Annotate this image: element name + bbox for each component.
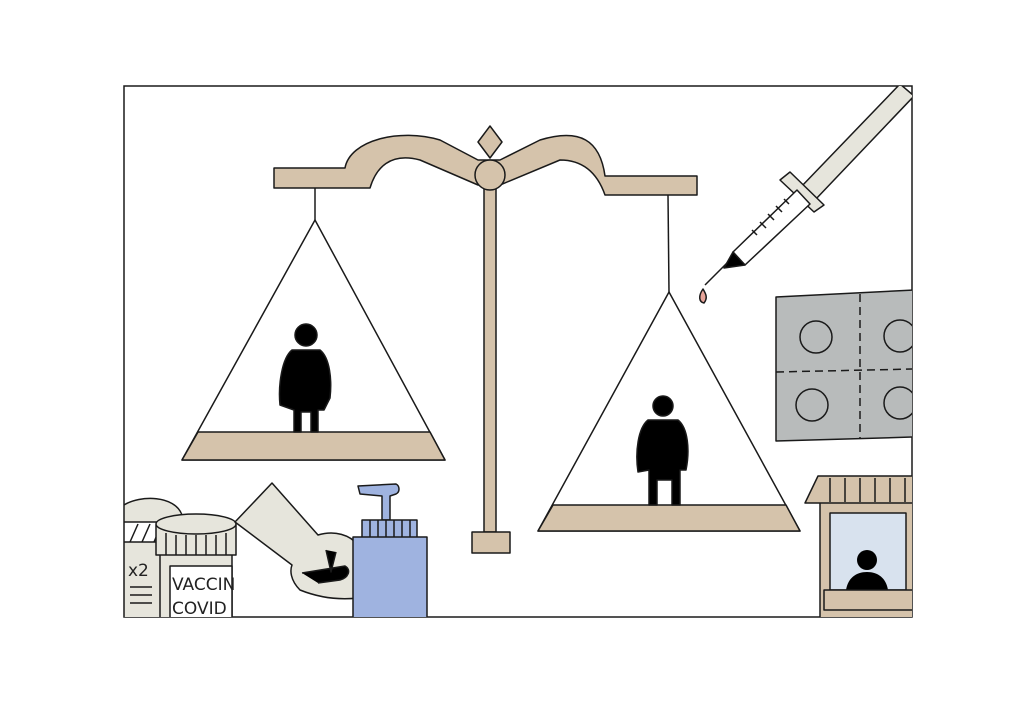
vial-front-label-1: VACCIN xyxy=(172,575,235,595)
vial-front-icon: VACCIN COVID xyxy=(155,513,237,619)
pill-blister-icon xyxy=(775,289,912,442)
ticket-booth-icon xyxy=(804,475,912,617)
drop xyxy=(699,288,707,304)
gloved-hand-icon xyxy=(234,482,359,600)
syringe-icon xyxy=(699,86,912,304)
scale-post xyxy=(483,187,497,533)
vial-front-label-2: COVID xyxy=(172,599,227,619)
scale-finial xyxy=(477,125,503,159)
person-left-icon xyxy=(278,323,332,433)
right-pan-floor xyxy=(537,504,801,532)
right-pan-string xyxy=(667,194,670,293)
person-booth-icon xyxy=(846,550,888,590)
scale-pivot xyxy=(474,159,506,191)
balance-scale xyxy=(181,125,801,554)
person-right-icon xyxy=(636,395,689,506)
left-pan-floor xyxy=(181,431,446,461)
vial-back-label: x2 xyxy=(128,561,149,581)
scale-base xyxy=(471,531,511,554)
soap-pump-icon xyxy=(352,483,428,617)
